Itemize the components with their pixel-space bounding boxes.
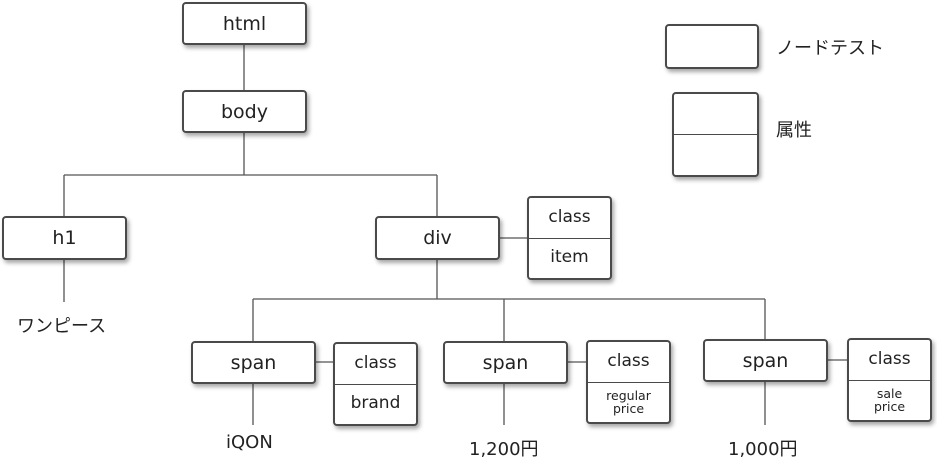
node-span-sale-price: span <box>703 339 828 382</box>
legend-attribute-box <box>672 92 759 177</box>
attr-box-span-brand: class brand <box>333 342 418 426</box>
legend-node-box <box>665 24 759 69</box>
attr-value: sale price <box>849 379 930 421</box>
text-node-regular-price: 1,200円 <box>469 439 539 460</box>
legend-attribute-label: 属性 <box>776 120 812 141</box>
text-node-brand: iQON <box>226 432 273 453</box>
legend-attr-cell-bottom <box>674 134 757 175</box>
attr-name: class <box>868 348 911 369</box>
attr-value: brand <box>335 383 416 425</box>
legend-attr-cell-top <box>674 94 757 134</box>
node-div: div <box>375 216 500 260</box>
attr-box-span-sale-price: class sale price <box>847 338 932 422</box>
node-span-regular-price: span <box>443 341 568 384</box>
node-span-brand: span <box>191 341 316 384</box>
node-body: body <box>182 90 307 133</box>
attr-box-div: class item <box>527 196 612 280</box>
node-html: html <box>182 2 307 45</box>
attr-name: class <box>548 206 591 227</box>
attr-value: item <box>529 237 610 279</box>
legend-node-label: ノードテスト <box>776 38 884 59</box>
node-h1: h1 <box>2 216 127 260</box>
attr-name: class <box>354 352 397 373</box>
attr-box-span-regular-price: class regular price <box>586 340 671 424</box>
text-node-sale-price: 1,000円 <box>728 439 798 460</box>
attr-value: regular price <box>588 381 669 423</box>
attr-name: class <box>607 350 650 371</box>
text-node-h1: ワンピース <box>17 316 107 337</box>
